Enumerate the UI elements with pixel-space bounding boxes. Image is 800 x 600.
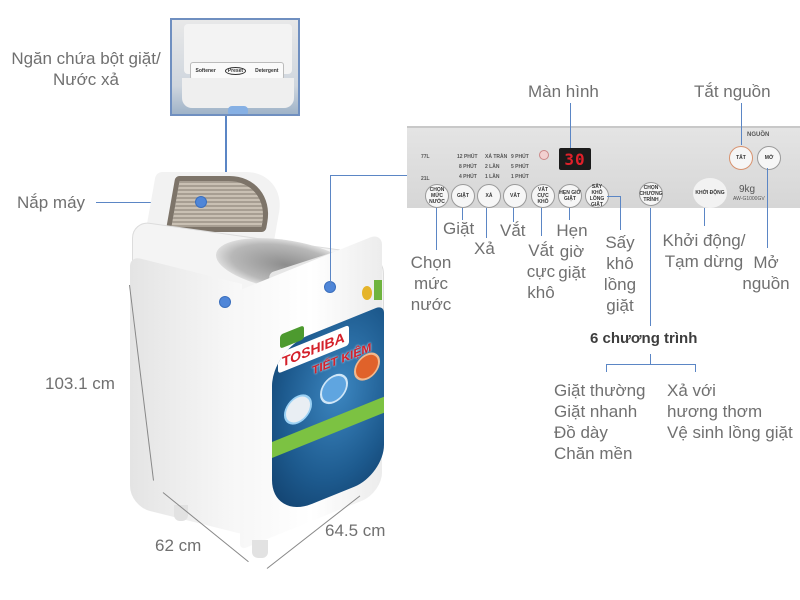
wash-button[interactable]: GIẶT (451, 184, 475, 208)
dimension-depth: 62 cm (155, 536, 202, 555)
program-item: Giặt nhanh (554, 402, 638, 421)
label-rinse: Xả (474, 239, 495, 258)
detergent-tray-front (182, 78, 294, 108)
leader-line-display (570, 103, 571, 148)
program-button[interactable]: CHỌN CHƯƠNG TRÌNH (639, 182, 663, 206)
extra-spin-button[interactable]: VẮT CỰC KHÔ (531, 184, 555, 208)
timer-button[interactable]: HẸN GIỜ GIẶT (558, 184, 582, 208)
dimension-height: 103.1 cm (45, 374, 115, 393)
leader-line-timer (569, 208, 570, 220)
leader-line-power-on (767, 168, 768, 248)
rinse-time-3: 1 LẦN (485, 174, 500, 180)
programs-title: 6 chương trình (590, 330, 698, 347)
spin-time-3: 1 PHÚT (511, 174, 529, 180)
tub-dry-button[interactable]: SẤY KHÔ LỒNG GIẶT (585, 184, 609, 208)
detergent-compartment-image: Softener Preset Detergent (170, 18, 300, 116)
soak-indicator (539, 150, 549, 160)
marker-lid (195, 196, 207, 208)
rinse-time-1: XẢ TRÀN (485, 154, 508, 160)
leader-line-panel-vertical (330, 175, 331, 285)
model-label: AW-G1000GV (733, 196, 765, 202)
leader-line-rinse (486, 208, 487, 238)
dimension-width: 64.5 cm (325, 521, 386, 540)
leader-line-panel-horizontal (330, 175, 407, 176)
label-timer: Hẹn giờ giặt (556, 221, 588, 282)
washing-machine-illustration: TOSHIBA TIẾT KIỆM (130, 160, 390, 560)
program-item: Vệ sinh lồng giặt (667, 423, 793, 442)
label-extra-spin: Vắt cực khô (526, 241, 556, 302)
program-item: Giặt thường (554, 381, 646, 400)
programs-bracket-stem (650, 354, 651, 364)
leader-line-extra-spin (541, 208, 542, 236)
marker-detergent (219, 296, 231, 308)
rinse-button[interactable]: XẢ (477, 184, 501, 208)
programs-bracket-right (695, 364, 696, 372)
sticker-feature-2 (320, 369, 348, 409)
program-item: Chăn mền (554, 444, 633, 463)
power-title: NGUỒN (747, 132, 770, 138)
label-start-pause: Khởi động/ Tạm dừng (662, 231, 746, 271)
label-water-level: Chọn mức nước (410, 253, 452, 314)
rinse-time-2: 2 LẦN (485, 164, 500, 170)
power-on-button[interactable]: MỞ (757, 146, 781, 170)
programs-bracket-bar (606, 364, 696, 365)
leader-line-program (650, 208, 651, 326)
leader-line-lid (96, 202, 200, 203)
wash-time-3: 4 PHÚT (459, 174, 477, 180)
program-item: Đồ dày (554, 423, 608, 442)
programs-bracket-left (606, 364, 607, 372)
machine-foot-front (252, 540, 268, 558)
program-item: Xả với (667, 381, 716, 400)
label-display: Màn hình (528, 82, 599, 101)
label-power-on: Mở nguồn (742, 253, 790, 293)
control-panel: 77L 21L 12 PHÚT 8 PHÚT 4 PHÚT XẢ TRÀN 2 … (407, 126, 800, 208)
water-level-low: 21L (421, 176, 430, 182)
label-tub-dry: Sấy khô lồng giặt (603, 233, 637, 315)
power-off-button[interactable]: TẮT (729, 146, 753, 170)
programs-list-left: Giặt thường Giặt nhanh Đồ dày Chăn mền (554, 380, 646, 464)
water-level-button[interactable]: CHỌN MỨC NƯỚC (425, 184, 449, 208)
label-lid: Nắp máy (17, 193, 86, 212)
water-level-high: 77L (421, 154, 430, 160)
program-item: hương thơm (667, 402, 763, 421)
leader-line-water (436, 208, 437, 250)
label-spin: Vắt (500, 221, 526, 240)
sticker-feature-1 (284, 389, 312, 430)
programs-list-right: Xả với hương thơm Vệ sinh lồng giặt (667, 380, 793, 443)
label-wash: Giặt (443, 219, 475, 238)
lid-window (165, 176, 276, 232)
capacity-label: 9kg (739, 184, 756, 195)
leader-line-spin (513, 208, 514, 222)
leader-line-wash (462, 208, 463, 220)
leader-line-tub-dry-h (607, 196, 621, 197)
digital-display: 30 (559, 148, 591, 170)
leader-line-power-off (741, 103, 742, 145)
spin-time-1: 9 PHÚT (511, 154, 529, 160)
spin-button[interactable]: VẮT (503, 184, 527, 208)
spin-time-2: 5 PHÚT (511, 164, 529, 170)
label-detergent-compartment: Ngăn chứa bột giặt/ Nước xả (11, 49, 161, 89)
start-pause-button[interactable]: KHỞI ĐỘNG (693, 178, 727, 208)
energy-label-gold (362, 286, 372, 300)
leader-line-start (704, 208, 705, 226)
wash-time-1: 12 PHÚT (457, 154, 478, 160)
leader-line-tub-dry (620, 196, 621, 230)
wash-time-2: 8 PHÚT (459, 164, 477, 170)
label-power-off: Tắt nguồn (694, 82, 771, 101)
energy-label-green (374, 280, 382, 300)
detergent-tray-tab (228, 106, 248, 114)
